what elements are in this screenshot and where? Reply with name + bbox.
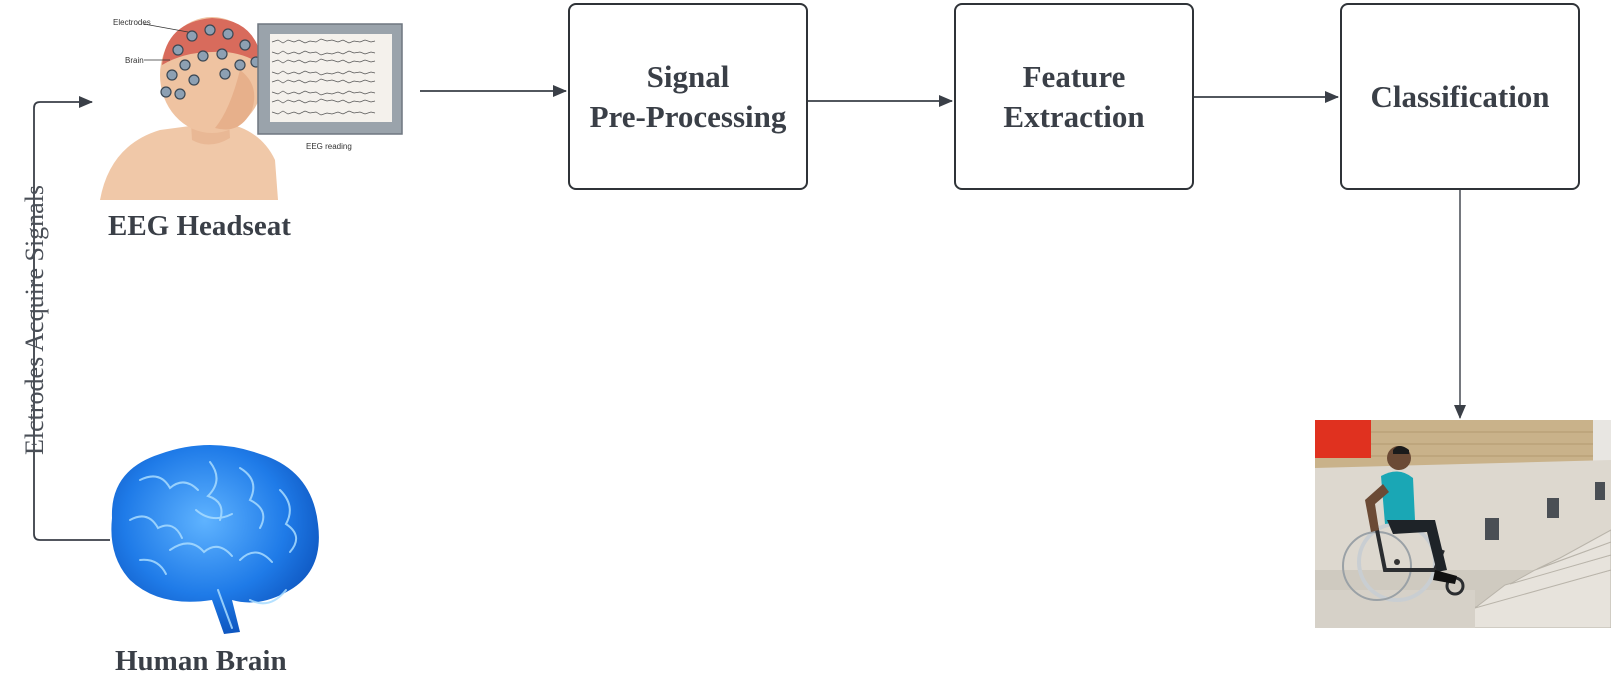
classification-line-1: Classification [1370,78,1550,114]
electrodes-acquire-signals-label: Elctrodes Acquire Signals [20,184,49,455]
preprocess-line-1: Signal [646,58,730,94]
feature-line-1: Feature [1022,58,1126,94]
preprocess-line-2: Pre-Processing [589,98,787,134]
human-brain-caption: Human Brain [115,645,287,677]
eeg-headset-caption: EEG Headseat [108,210,291,242]
classification-box: Classification [1340,3,1580,190]
brain-label: Brain [125,56,144,65]
feature-line-2: Extraction [1003,98,1145,134]
brain-to-headset-arrow [33,96,110,541]
wheelchair-user-photo [1315,420,1611,628]
human-brain-illustration [111,445,319,634]
eeg-headset-illustration: Electrodes Brain EEG reading [100,17,403,200]
electrodes-label: Electrodes [113,18,151,27]
eeg-reading-label: EEG reading [306,142,352,151]
